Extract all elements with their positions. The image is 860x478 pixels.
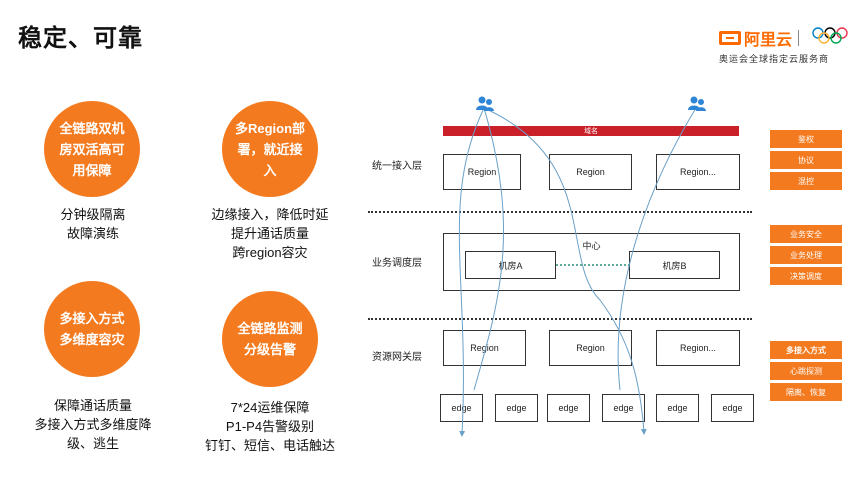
- brand-separator: [798, 30, 800, 46]
- tag-gateway: 隔离、恢复: [770, 383, 842, 401]
- user-icon: [476, 96, 494, 111]
- edge-box: edge: [656, 394, 699, 422]
- tag-access: 混控: [770, 172, 842, 190]
- flow-path: [473, 107, 505, 391]
- layer-divider: [368, 211, 752, 213]
- olympic-rings-icon: [812, 27, 848, 44]
- tag-gateway: 多接入方式: [770, 341, 842, 359]
- center-box: 中心: [443, 233, 740, 291]
- access-region-box: Region: [443, 154, 521, 190]
- gateway-region-box: Region: [443, 330, 526, 366]
- access-region-box: Region...: [656, 154, 740, 190]
- center-label: 中心: [582, 241, 601, 251]
- layer-label-access: 统一接入层: [372, 161, 422, 172]
- edge-box: edge: [495, 394, 538, 422]
- feature-circle-text: 多Region部 署，就近接 入: [234, 120, 306, 178]
- brand-subtitle: 奥运会全球指定云服务商: [719, 54, 830, 64]
- feature-caption-multi-access: 保障通话质量 多接入方式多维度降 级、逃生: [34, 398, 152, 451]
- tag-gateway: 心跳探测: [770, 362, 842, 380]
- layer-divider: [368, 318, 752, 320]
- aliyun-logo-icon: [719, 31, 741, 45]
- feature-circle-multi-region: 多Region部 署，就近接 入: [222, 101, 318, 197]
- feature-circle-multi-access: 多接入方式 多维度容灾: [44, 281, 140, 377]
- edge-box: edge: [711, 394, 754, 422]
- brand-block: 阿里云 奥运会全球指定云服务商: [719, 24, 849, 74]
- brand-name: 阿里云: [744, 32, 793, 49]
- gateway-region-box: Region...: [656, 330, 740, 366]
- aliyun-logo: 阿里云: [719, 26, 805, 50]
- page-title: 稳定、可靠: [18, 25, 143, 52]
- edge-box: edge: [602, 394, 645, 422]
- user-icon: [688, 96, 706, 111]
- edge-box: edge: [440, 394, 483, 422]
- feature-circle-text: 全链路监测 分级告警: [237, 321, 303, 357]
- flow-path: [483, 107, 647, 435]
- feature-circle-text: 全链路双机 房双活高可 用保障: [59, 120, 125, 178]
- feature-circle-text: 多接入方式 多维度容灾: [59, 311, 125, 347]
- layer-label-dispatch: 业务调度层: [372, 258, 422, 269]
- flow-path: [617, 107, 697, 391]
- feature-circle-monitoring: 全链路监测 分级告警: [222, 291, 318, 387]
- feature-caption-multi-region: 边缘接入，降低时延 提升通话质量 跨region容灾: [211, 207, 329, 260]
- feature-caption-dual-room: 分钟级隔离 故障演练: [60, 207, 126, 241]
- feature-caption-monitoring: 7*24运维保障 P1-P4告警级别 钉钉、短信、电话触达: [204, 400, 335, 453]
- tag-access: 协议: [770, 151, 842, 169]
- tag-access: 鉴权: [770, 130, 842, 148]
- room-a-box: 机房A: [465, 251, 556, 279]
- domain-bar: 域名: [443, 126, 739, 136]
- edge-box: edge: [547, 394, 590, 422]
- tag-dispatch: 业务处理: [770, 246, 842, 264]
- flow-path: [458, 107, 485, 437]
- feature-circle-dual-room: 全链路双机 房双活高可 用保障: [44, 101, 140, 197]
- layer-label-gateway: 资源网关层: [372, 352, 422, 363]
- tag-dispatch: 决策调度: [770, 267, 842, 285]
- tag-dispatch: 业务安全: [770, 225, 842, 243]
